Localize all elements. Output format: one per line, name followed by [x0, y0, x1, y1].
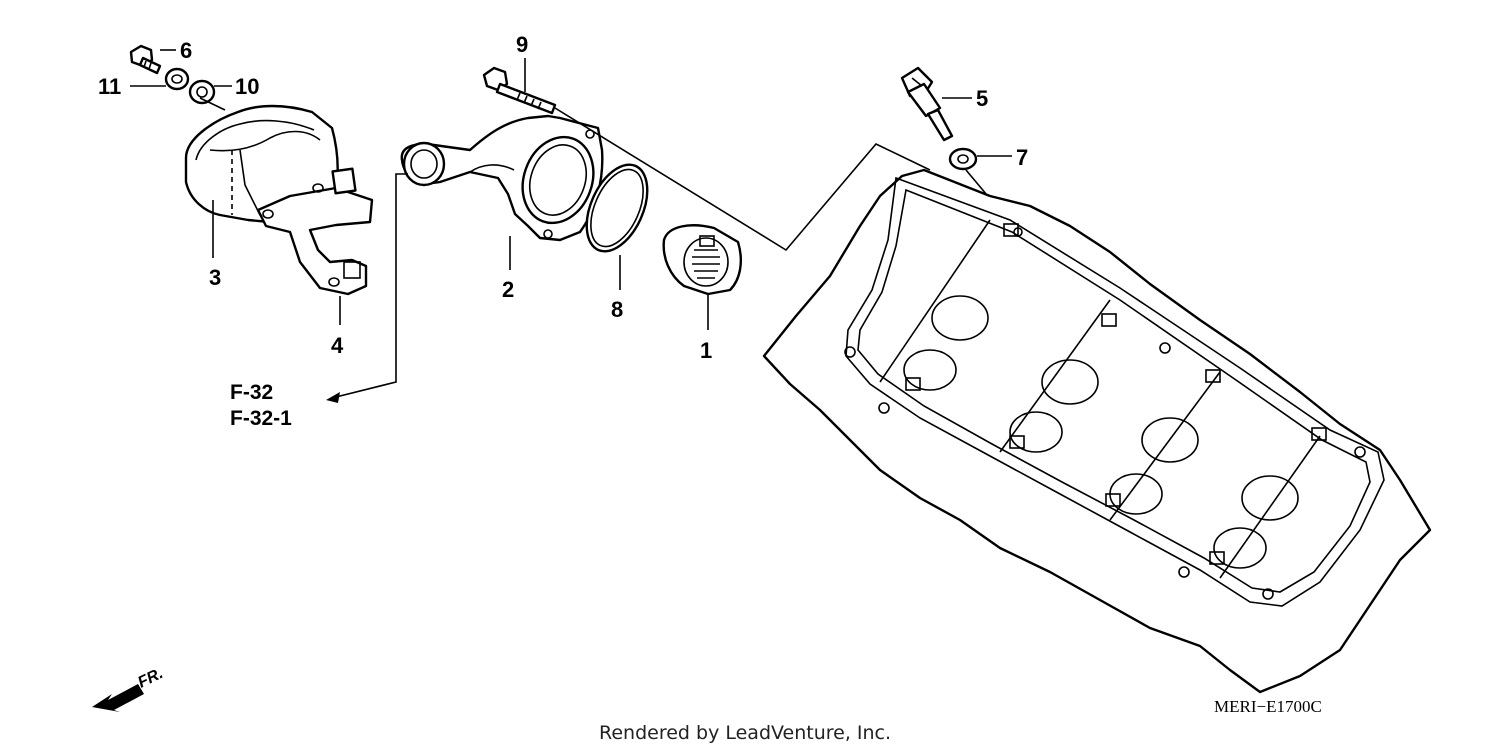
front-direction-arrow: FR. [92, 665, 166, 712]
part-1-thermostat[interactable] [662, 224, 742, 296]
reference-arrowhead [326, 392, 340, 403]
callout-9: 9 [516, 32, 528, 57]
credit-text: Rendered by LeadVenture, Inc. [599, 722, 891, 744]
part-2-thermostat-housing[interactable] [400, 114, 605, 242]
part-3-cover[interactable] [184, 97, 339, 224]
alignment-line [554, 107, 931, 252]
part-9-bolt[interactable] [482, 66, 557, 115]
callout-8: 8 [611, 297, 623, 322]
part-11-collar[interactable] [164, 67, 190, 91]
diagram-code: MERI−E1700C [1214, 697, 1322, 716]
callout-1: 1 [700, 338, 712, 363]
callout-4: 4 [331, 333, 344, 358]
part-4-bracket[interactable] [256, 167, 374, 296]
callout-2: 2 [502, 277, 514, 302]
callout-7: 7 [1016, 145, 1028, 170]
reference-f-32: F-32 [230, 381, 273, 404]
callout-5: 5 [976, 86, 988, 111]
front-direction-label: FR. [135, 665, 166, 692]
callout-11: 11 [98, 74, 121, 99]
callout-3: 3 [209, 265, 221, 290]
part-7-washer[interactable] [948, 147, 978, 171]
part-6-bolt[interactable] [129, 44, 162, 75]
part-10-grommet[interactable] [188, 79, 216, 105]
part-8-o-ring[interactable] [575, 155, 660, 260]
cylinder-head [762, 168, 1432, 694]
reference-leader [331, 173, 408, 399]
callout-10: 10 [235, 74, 259, 99]
callout-6: 6 [180, 38, 192, 63]
reference-f-32-1: F-32-1 [230, 407, 292, 430]
part-5-temperature-sensor[interactable] [900, 66, 954, 142]
